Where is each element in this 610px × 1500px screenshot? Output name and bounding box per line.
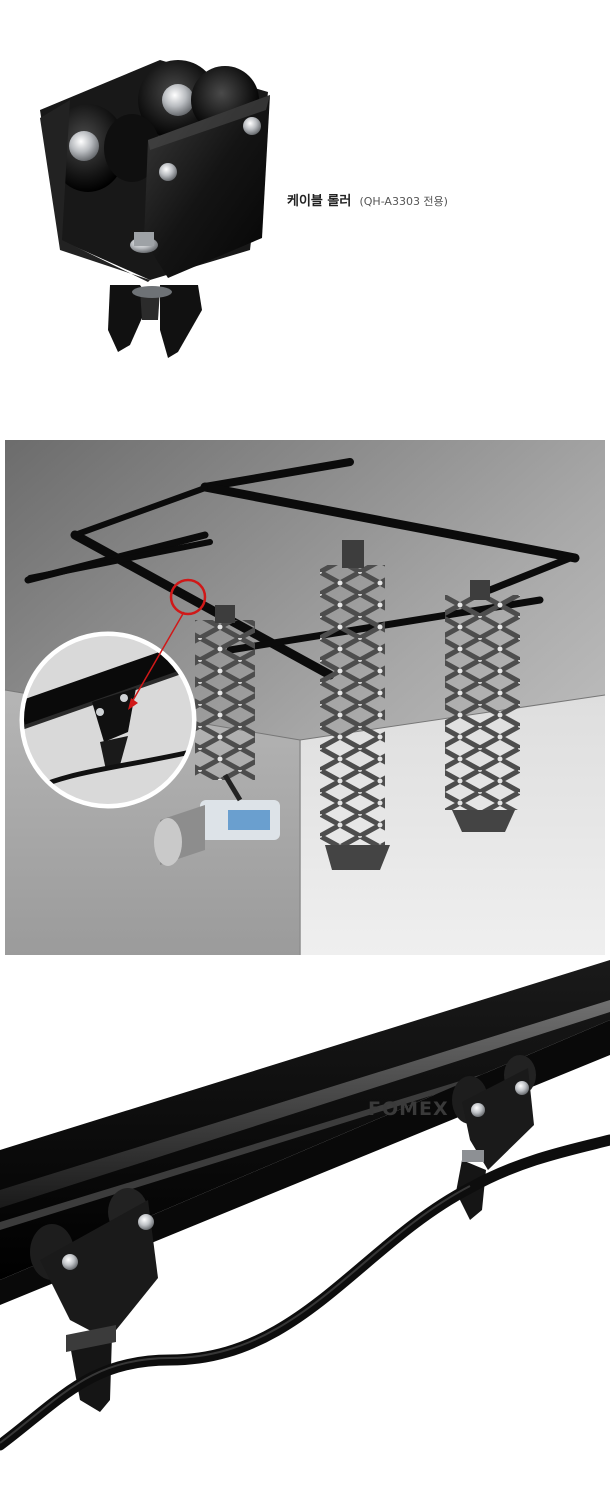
ceiling-rail-section bbox=[0, 440, 610, 955]
roller-section: 케이블 롤러 (QH-A3303 전용) bbox=[0, 0, 610, 420]
fomex-watermark: FOMEX bbox=[368, 1098, 449, 1120]
product-name: 케이블 롤러 bbox=[287, 194, 352, 209]
product-model-note: (QH-A3303 전용) bbox=[359, 195, 448, 208]
product-caption: 케이블 롤러 (QH-A3303 전용) bbox=[287, 190, 448, 209]
ceiling-rail-photo bbox=[4, 440, 606, 955]
cable-roller-photo bbox=[40, 60, 270, 358]
closeup-section: FOMEX bbox=[0, 960, 610, 1500]
zoom-callout bbox=[19, 578, 207, 809]
rail-closeup-photo bbox=[0, 960, 610, 1451]
